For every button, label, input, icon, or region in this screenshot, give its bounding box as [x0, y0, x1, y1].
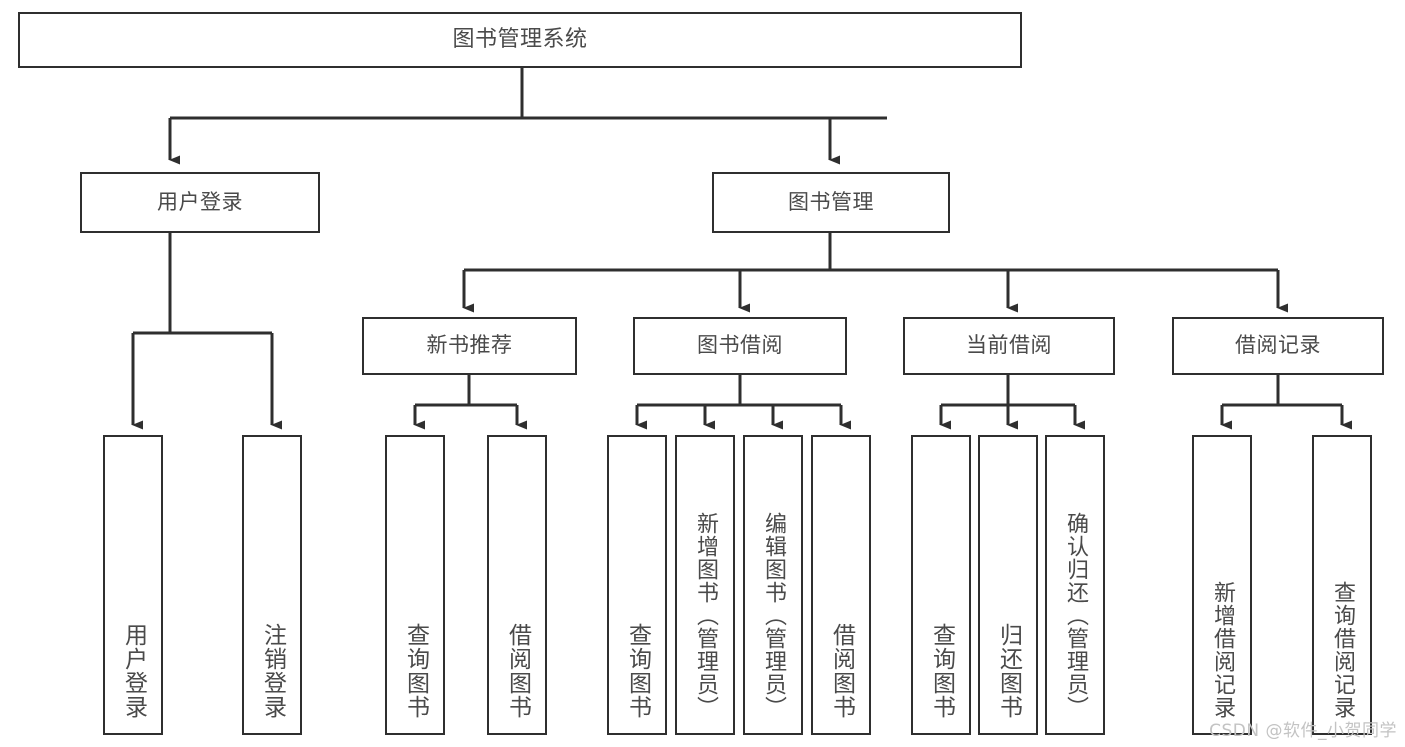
node-book-management-label: 图书管理	[788, 189, 874, 214]
leaf-borrow-record-add[interactable]: 新增借阅记录	[1192, 435, 1252, 735]
leaf-book-borrow-borrow[interactable]: 借阅图书	[811, 435, 871, 735]
node-book-borrow[interactable]: 图书借阅	[633, 317, 847, 375]
leaf-new-book-borrow-label: 借阅图书	[504, 623, 531, 719]
leaf-borrow-record-query[interactable]: 查询借阅记录	[1312, 435, 1372, 735]
leaf-new-book-query-label: 查询图书	[402, 623, 429, 719]
node-user-login-label: 用户登录	[157, 189, 243, 214]
leaf-book-borrow-query[interactable]: 查询图书	[607, 435, 667, 735]
leaf-current-borrow-query[interactable]: 查询图书	[911, 435, 971, 735]
node-root-system[interactable]: 图书管理系统	[18, 12, 1022, 68]
watermark-text: CSDN @软件_小贺同学	[1209, 721, 1397, 741]
leaf-current-borrow-return[interactable]: 归还图书	[978, 435, 1038, 735]
node-book-management[interactable]: 图书管理	[712, 172, 950, 233]
leaf-new-book-borrow[interactable]: 借阅图书	[487, 435, 547, 735]
leaf-new-book-query[interactable]: 查询图书	[385, 435, 445, 735]
node-new-book-recommend[interactable]: 新书推荐	[362, 317, 577, 375]
node-book-borrow-label: 图书借阅	[697, 333, 783, 358]
leaf-book-borrow-add-label: 新增图书（管理员）	[693, 512, 718, 719]
leaf-current-borrow-query-label: 查询图书	[928, 623, 955, 719]
node-borrow-record-label: 借阅记录	[1235, 333, 1321, 358]
leaf-user-login-logout-label: 注销登录	[259, 623, 286, 719]
node-borrow-record[interactable]: 借阅记录	[1172, 317, 1384, 375]
leaf-current-borrow-confirm-label: 确认归还（管理员）	[1063, 512, 1088, 719]
node-current-borrow-label: 当前借阅	[966, 333, 1052, 358]
leaf-user-login-login[interactable]: 用户登录	[103, 435, 163, 735]
node-user-login[interactable]: 用户登录	[80, 172, 320, 233]
leaf-current-borrow-confirm[interactable]: 确认归还（管理员）	[1045, 435, 1105, 735]
leaf-user-login-login-label: 用户登录	[120, 623, 147, 719]
leaf-borrow-record-add-label: 新增借阅记录	[1210, 581, 1235, 719]
leaf-borrow-record-query-label: 查询借阅记录	[1330, 581, 1355, 719]
leaf-user-login-logout[interactable]: 注销登录	[242, 435, 302, 735]
node-root-system-label: 图书管理系统	[452, 26, 588, 52]
leaf-book-borrow-edit-label: 编辑图书（管理员）	[761, 512, 786, 719]
leaf-book-borrow-borrow-label: 借阅图书	[828, 623, 855, 719]
leaf-book-borrow-add[interactable]: 新增图书（管理员）	[675, 435, 735, 735]
leaf-book-borrow-query-label: 查询图书	[624, 623, 651, 719]
leaf-book-borrow-edit[interactable]: 编辑图书（管理员）	[743, 435, 803, 735]
node-current-borrow[interactable]: 当前借阅	[903, 317, 1115, 375]
leaf-current-borrow-return-label: 归还图书	[995, 623, 1022, 719]
node-new-book-recommend-label: 新书推荐	[426, 333, 513, 358]
